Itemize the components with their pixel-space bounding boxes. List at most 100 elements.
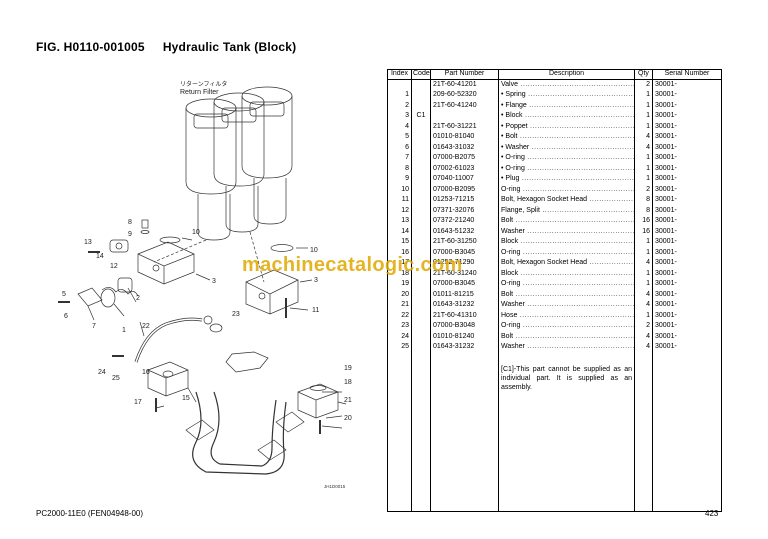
row-index-text: 1 [405, 91, 409, 98]
header-code: Code [411, 69, 431, 80]
row-description: Valve ..................................… [498, 79, 635, 90]
row-qty: 1 [634, 90, 653, 101]
row-serial-number: 30001- [652, 111, 722, 122]
row-index-text: 20 [401, 290, 409, 298]
row-part-number-text: 01252-71290 [433, 259, 475, 266]
header-qty: Qty [634, 69, 653, 80]
leader-dots: ........................................… [515, 290, 634, 298]
row-qty-text: 1 [646, 112, 650, 119]
row-index: 8 [387, 163, 412, 174]
row-serial-number: 30001- [652, 90, 722, 101]
row-serial-number-text: 30001- [655, 196, 677, 203]
row-qty: 1 [634, 121, 653, 132]
leader-dots: ........................................… [520, 80, 633, 88]
row-description-text: • Block [501, 112, 523, 119]
row-description: Bolt ...................................… [498, 289, 635, 300]
row-serial-number: 30001- [652, 237, 722, 248]
row-code [411, 237, 431, 248]
row-qty-text: 2 [646, 185, 650, 193]
row-serial-number: 30001- [652, 321, 722, 332]
row-description-text: O-ring [501, 322, 521, 329]
callout-21: 21 [344, 397, 352, 404]
callout-19: 19 [344, 365, 352, 372]
row-code [411, 184, 431, 195]
return-filter-label-jp: リターンフィルタ [180, 80, 227, 88]
note-cell [411, 363, 431, 512]
callout-25: 25 [112, 375, 120, 382]
assembly-note: [C1]-This part cannot be supplied as an … [501, 366, 632, 391]
row-index: 21 [387, 300, 412, 311]
figure-name: Hydraulic Tank (Block) [162, 40, 297, 54]
row-qty: 1 [634, 268, 653, 279]
row-index-text: 18 [401, 269, 409, 277]
row-part-number: 01643-51232 [430, 226, 499, 237]
row-part-number-text: 01010-81240 [433, 332, 475, 340]
leader-dots: ........................................… [515, 217, 634, 224]
row-description: • O-ring ...............................… [498, 163, 635, 174]
leader-dots: ........................................… [530, 122, 633, 130]
row-serial-number: 30001- [652, 195, 722, 206]
row-qty-text: 4 [646, 143, 650, 151]
row-part-number: 01253-71215 [430, 195, 499, 206]
header-serial-number: Serial Number [652, 69, 722, 80]
return-filter-label: Return Filter [180, 89, 219, 96]
parts-diagram: リターンフィルタ Return Filter JH1D0015 1 2 3 3 … [36, 62, 382, 508]
header-index: Index [387, 69, 412, 80]
row-qty: 1 [634, 163, 653, 174]
row-code [411, 279, 431, 290]
row-description-text: • O-ring [501, 164, 525, 172]
row-qty-text: 1 [646, 101, 650, 109]
row-part-number: 07371-32076 [430, 205, 499, 216]
row-part-number: 01643-31032 [430, 142, 499, 153]
row-serial-number-text: 30001- [655, 311, 677, 319]
row-description: Bolt, Hexagon Socket Head ..............… [498, 195, 635, 206]
row-description-text: Washer [501, 301, 525, 308]
note-cell [387, 363, 412, 512]
row-description-text: Bolt [501, 290, 514, 298]
leader-dots: ........................................… [520, 269, 634, 277]
row-description: O-ring .................................… [498, 247, 635, 258]
row-part-number-text: 01010-81040 [433, 133, 475, 140]
row-qty: 1 [634, 153, 653, 164]
row-index: 5 [387, 132, 412, 143]
row-code: C1 [411, 111, 431, 122]
row-index-text: 12 [401, 206, 409, 214]
row-qty-text: 2 [646, 322, 650, 329]
leader-dots: ........................................… [521, 175, 635, 182]
row-serial-number: 30001- [652, 258, 722, 269]
row-qty-text: 4 [646, 259, 650, 266]
row-description-text: • Poppet [501, 122, 528, 130]
leader-dots: ........................................… [519, 133, 634, 140]
row-description: Bolt ...................................… [498, 216, 635, 227]
row-serial-number: 30001- [652, 342, 722, 353]
leader-dots: ........................................… [522, 248, 634, 256]
row-index: 9 [387, 174, 412, 185]
row-index-text: 19 [401, 280, 409, 287]
row-index: 6 [387, 142, 412, 153]
callout-15: 15 [182, 395, 190, 402]
row-index: 14 [387, 226, 412, 237]
row-qty: 4 [634, 142, 653, 153]
row-qty-text: 8 [646, 196, 650, 203]
leader-dots: ........................................… [589, 196, 634, 203]
row-index-text: 17 [401, 259, 409, 266]
row-description: • Bolt .................................… [498, 132, 635, 143]
row-serial-number-text: 30001- [655, 227, 677, 235]
row-description: O-ring .................................… [498, 184, 635, 195]
row-serial-number: 30001- [652, 331, 722, 342]
row-qty: 4 [634, 132, 653, 143]
row-qty-text: 16 [642, 227, 650, 235]
row-index [387, 79, 412, 90]
callout-22: 22 [142, 323, 150, 330]
leader-dots: ........................................… [527, 343, 635, 350]
